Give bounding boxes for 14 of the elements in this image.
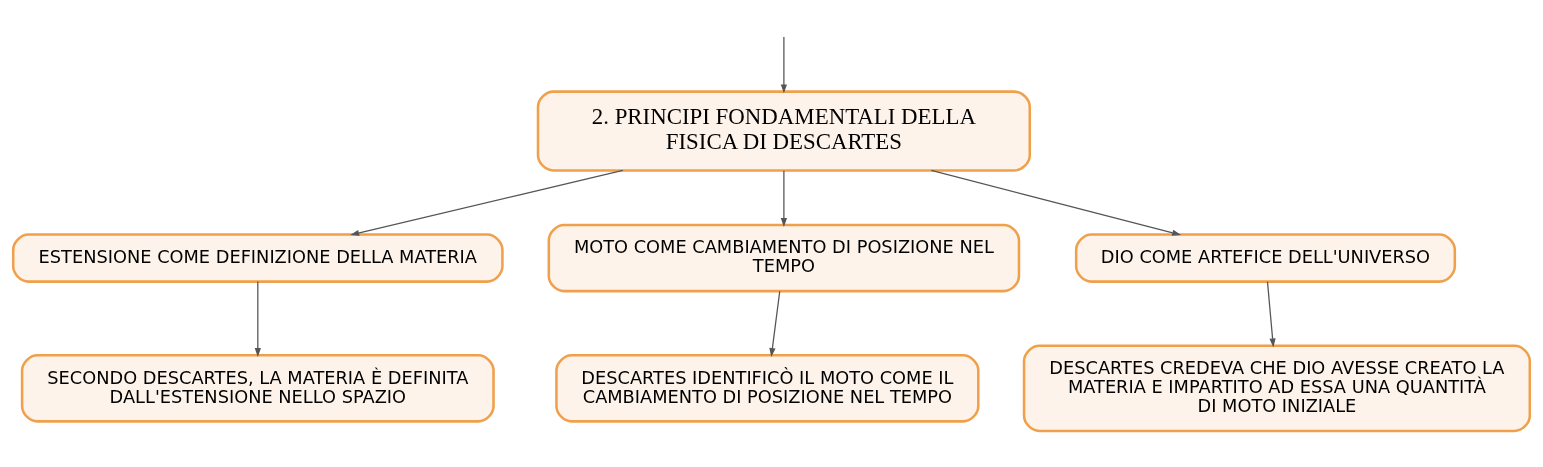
node-box: SECONDO DESCARTES, LA MATERIA È DEFINITA DALL'ESTENSIONE NELLO SPAZIO xyxy=(20,354,495,423)
arrow xyxy=(930,169,1182,236)
arrow xyxy=(1266,281,1276,348)
node-box: 2. PRINCIPI FONDAMENTALI DELLA FISICA DI DESCARTES xyxy=(536,90,1032,172)
arrow xyxy=(780,36,787,94)
arrow xyxy=(769,290,781,358)
node-box: DESCARTES CREDEVA CHE DIO AVESSE CREATO LA MATERIA E IMPARTITO AD ESSA UNA QUANTITÀ DI MOTO INIZIALE xyxy=(1022,344,1532,433)
arrow xyxy=(780,170,787,227)
node-box: MOTO COME CAMBIAMENTO DI POSIZIONE NEL TEMPO xyxy=(547,223,1021,293)
node-box: DIO COME ARTEFICE DELL'UNIVERSO xyxy=(1074,233,1457,283)
node-box: ESTENSIONE COME DEFINIZIONE DELLA MATERIA xyxy=(11,233,504,283)
arrow xyxy=(350,169,624,236)
node-box: DESCARTES IDENTIFICÒ IL MOTO COME IL CAMBIAMENTO DI POSIZIONE NEL TEMPO xyxy=(555,354,980,423)
arrow xyxy=(254,281,261,357)
